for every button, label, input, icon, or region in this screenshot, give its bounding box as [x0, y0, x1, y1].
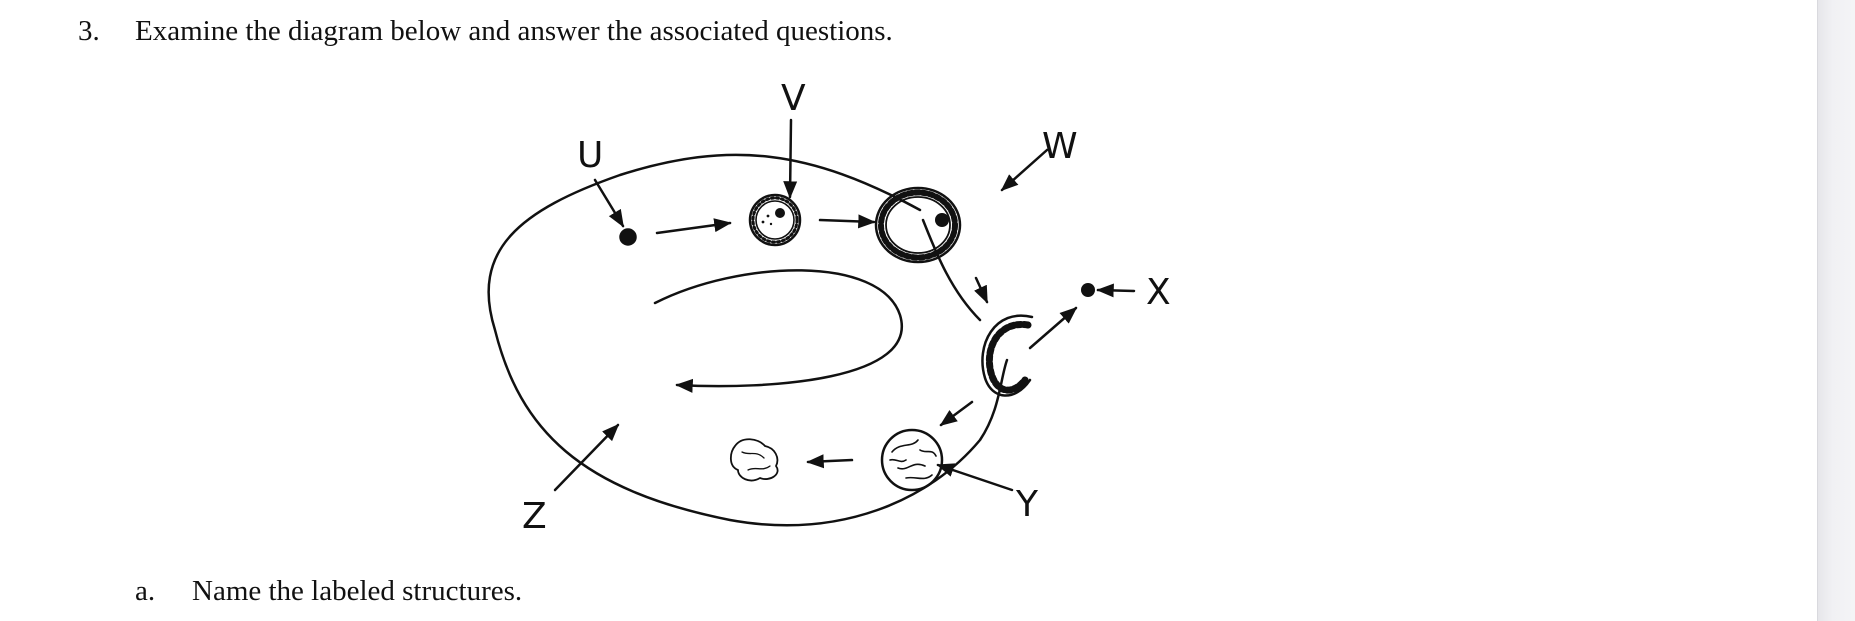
residual-body: [729, 438, 779, 482]
scroll-gutter[interactable]: [1817, 0, 1855, 621]
membrane-neck: [921, 218, 982, 322]
structure-w-outer: [874, 186, 962, 264]
subquestion-text: Name the labeled structures.: [192, 575, 523, 607]
arrow-y-to-residual: [806, 454, 854, 469]
question-number: 3.: [78, 15, 100, 47]
leader-u: [593, 178, 625, 228]
arrow-vesicle-to-x: [1028, 306, 1078, 350]
label-y: Y: [1015, 484, 1039, 525]
leader-w: [1000, 148, 1049, 192]
leader-x: [1096, 283, 1136, 298]
cycle-arrow: [653, 269, 904, 393]
structure-y: [880, 428, 944, 492]
structure-v-inner: [755, 200, 795, 240]
structure-w-inner: [885, 196, 951, 254]
label-x: X: [1146, 272, 1171, 313]
subquestion-letter: a.: [135, 575, 156, 607]
fusing-vesicle-outer: [981, 314, 1034, 397]
leader-v: [783, 118, 798, 199]
leader-y: [936, 463, 1014, 492]
arrow-u-to-v: [655, 218, 732, 235]
label-z: Z: [522, 496, 547, 537]
structure-u: [619, 228, 637, 246]
arrow-to-y: [939, 400, 974, 427]
label-v: V: [781, 80, 806, 119]
cell-membrane: [487, 153, 1009, 527]
leader-z: [553, 423, 620, 492]
arrow-v-to-w: [818, 214, 876, 229]
fusing-vesicle-beads: [985, 321, 1032, 394]
structure-v-outer: [748, 193, 802, 247]
structure-v-beads: [751, 196, 799, 244]
cell-diagram: U V W X Y Z: [487, 80, 1171, 537]
label-u: U: [577, 135, 603, 176]
structure-x: [1081, 283, 1095, 297]
structure-w-beads: [878, 189, 958, 261]
arrow-w-down: [974, 276, 989, 304]
label-w: W: [1042, 126, 1078, 167]
question-prompt: Examine the diagram below and answer the…: [135, 15, 893, 47]
